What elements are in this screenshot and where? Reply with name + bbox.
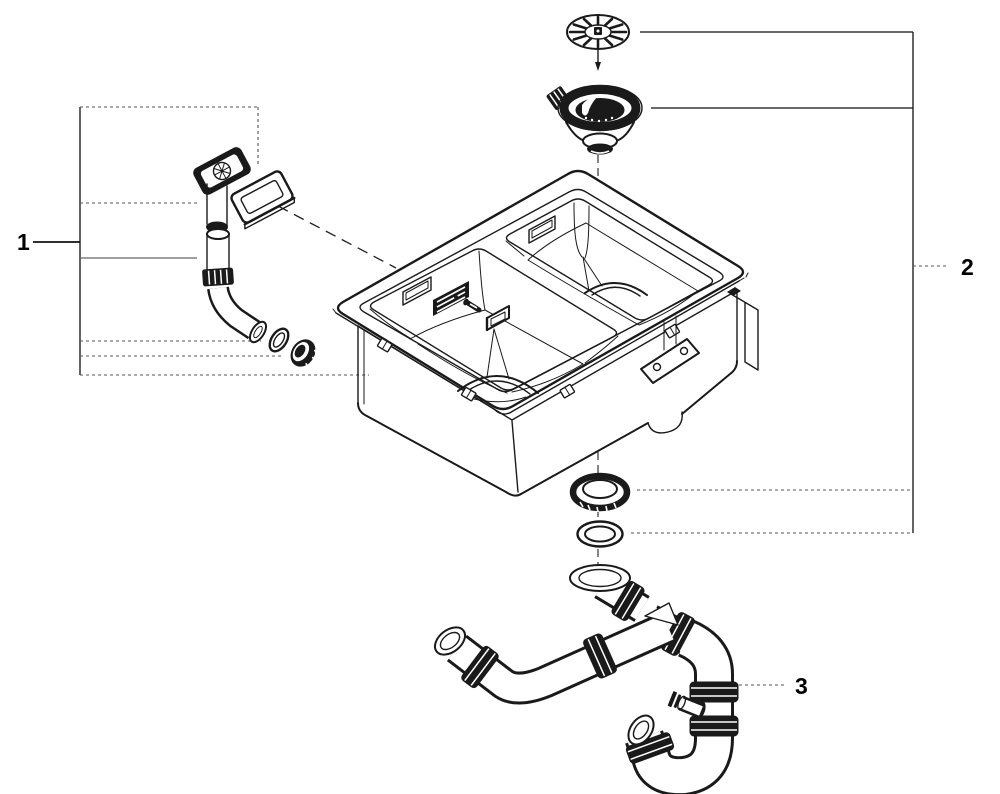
overflow-slot xyxy=(402,276,432,306)
drain-pipe-assembly xyxy=(433,564,739,794)
callout-bracket-2 xyxy=(631,31,947,534)
sink-body xyxy=(357,290,738,497)
overflow-cover-plate xyxy=(193,147,251,195)
callout-label-3: 3 xyxy=(795,673,808,699)
coupling-nut-inlet xyxy=(611,581,645,621)
right-bowl xyxy=(505,198,714,326)
overflow-screw xyxy=(454,295,482,313)
callout-label-1: 1 xyxy=(17,229,30,255)
dishwasher-hose-barb xyxy=(667,691,706,720)
tee-gusset xyxy=(644,602,679,626)
overflow-alignment-line xyxy=(277,205,397,269)
basket-strainer xyxy=(546,84,643,155)
overflow-escutcheon-frame xyxy=(230,170,296,230)
union-nut xyxy=(290,339,317,367)
coupling-nut-vertical-lower xyxy=(689,715,739,737)
callout-bracket-1 xyxy=(33,106,369,376)
trap-outlet xyxy=(625,714,675,764)
coupling-nut-mid xyxy=(583,633,617,679)
coupling-nut-vertical-upper xyxy=(689,681,739,703)
mounting-bracket xyxy=(640,287,759,384)
callout-label-2: 2 xyxy=(961,254,974,280)
left-bowl xyxy=(369,248,619,403)
left-outlet-opening xyxy=(433,626,467,656)
overflow-pipe-elbow xyxy=(202,228,268,344)
drain-inlet-flange xyxy=(569,564,631,592)
sink xyxy=(332,169,759,497)
strainer-cap xyxy=(566,14,630,71)
sink-rim xyxy=(332,169,749,415)
o-ring-gasket xyxy=(576,520,624,548)
locking-ring xyxy=(569,472,631,513)
seal-ring xyxy=(268,327,290,353)
coupling-nut-left xyxy=(461,645,499,689)
overflow-grille-plate xyxy=(433,281,469,316)
overflow-inner-frame xyxy=(485,305,510,332)
overflow-kit xyxy=(193,147,317,367)
